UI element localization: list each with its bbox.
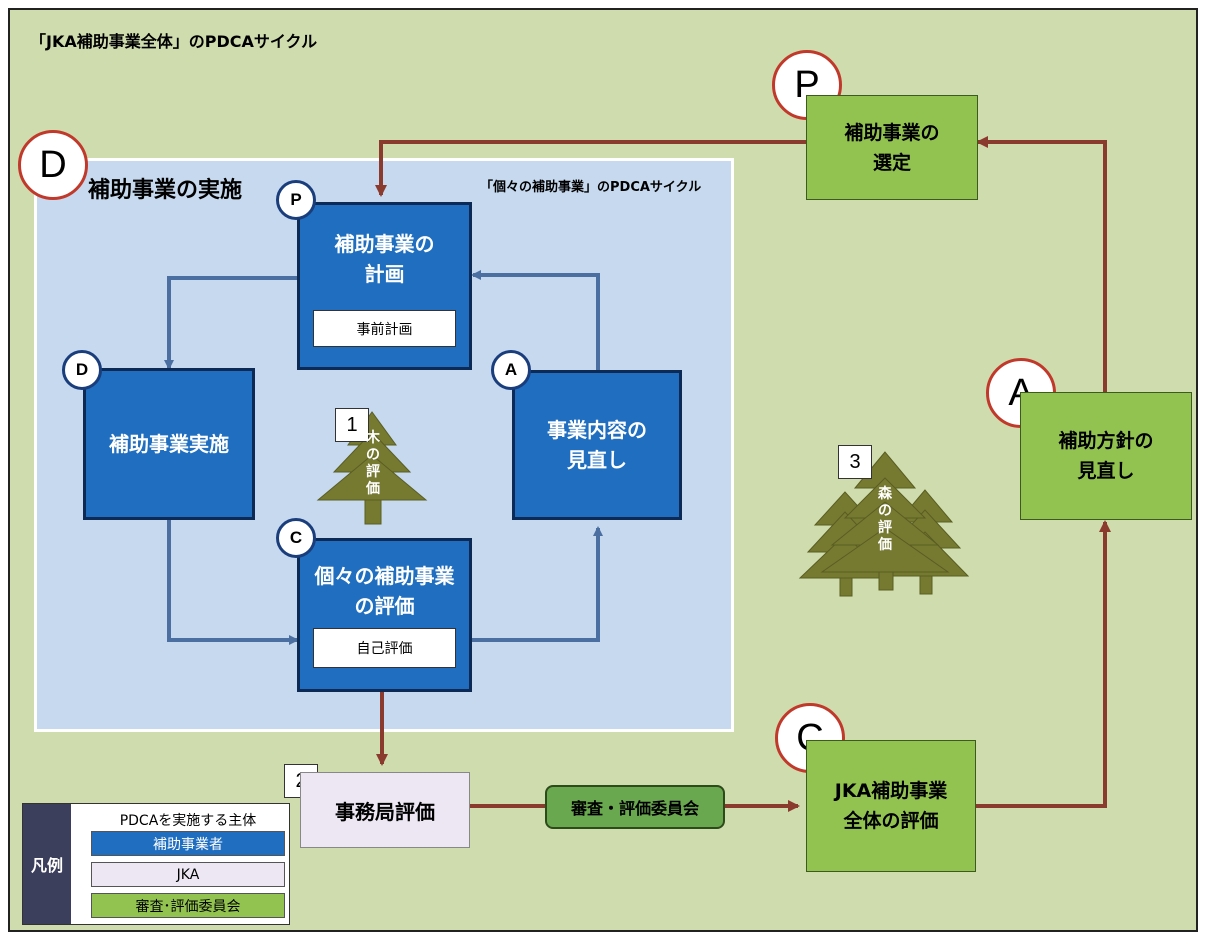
tree-label: 木 の 評 価 <box>364 430 382 498</box>
legend-side-label: 凡例 <box>23 804 71 924</box>
node-secretariat-evaluation: 事務局評価 <box>300 772 470 848</box>
node-subsidy-selection-line2: 選定 <box>872 151 911 174</box>
node-individual-evaluation-line1: 個々の補助事業 <box>314 564 455 588</box>
node-content-review-line1: 事業内容の <box>547 418 647 442</box>
legend-row-committee: 審査･評価委員会 <box>91 893 285 918</box>
inner-panel-subtitle: 「個々の補助事業」のPDCAサイクル <box>480 180 702 195</box>
arrow-evaluation-to-review <box>976 520 1111 808</box>
forest-label: 森 の 評 価 <box>876 486 894 554</box>
arrow-plan-to-do <box>164 276 297 370</box>
node-individual-evaluation-line2: の評価 <box>354 594 415 618</box>
forest-number-badge: 3 <box>838 445 872 479</box>
outer-d-badge: D <box>18 130 88 200</box>
legend: 凡例 PDCAを実施する主体 補助事業者 JKA 審査･評価委員会 <box>22 803 290 925</box>
node-policy-review-line2: 見直し <box>1077 460 1135 482</box>
arrow-review-to-selection <box>976 136 1107 392</box>
legend-heading: PDCAを実施する主体 <box>119 813 257 829</box>
inner-a-badge: A <box>491 350 531 390</box>
arrow-act-to-plan <box>471 270 600 370</box>
legend-row-jka: JKA <box>91 862 285 887</box>
legend-row-grantee: 補助事業者 <box>91 831 285 856</box>
node-overall-evaluation-line2: 全体の評価 <box>843 810 939 832</box>
tree-number-badge: 1 <box>335 408 369 442</box>
node-secretariat-evaluation-label: 事務局評価 <box>335 799 435 824</box>
arrow-check-to-act <box>469 526 603 642</box>
node-self-evaluation: 自己評価 <box>313 628 456 668</box>
inner-p-badge: P <box>276 180 316 220</box>
tree-label-char: の <box>366 447 380 463</box>
forest-label-char: 評 <box>878 520 892 536</box>
inner-c-badge: C <box>276 518 316 558</box>
node-individual-evaluation: 個々の補助事業 の評価 <box>297 538 472 692</box>
committee-pill: 審査・評価委員会 <box>545 785 725 829</box>
inner-panel-title: 補助事業の実施 <box>88 178 243 203</box>
forest-label-char: の <box>878 503 892 519</box>
node-overall-evaluation-line1: JKA補助事業 <box>834 780 948 802</box>
node-overall-evaluation: JKA補助事業 全体の評価 <box>806 740 976 872</box>
node-policy-review: 補助方針の 見直し <box>1020 392 1192 520</box>
arrow-selection-to-plan <box>375 140 806 197</box>
node-prior-plan: 事前計画 <box>313 310 456 347</box>
forest-label-char: 森 <box>878 486 892 502</box>
node-subsidy-plan-line1: 補助事業の <box>334 232 435 256</box>
node-subsidy-implementation-line1: 補助事業実施 <box>109 432 229 456</box>
forest-icon <box>798 451 970 597</box>
node-subsidy-implementation: 補助事業実施 <box>83 368 255 520</box>
node-policy-review-line1: 補助方針の <box>1058 430 1154 452</box>
tree-label-char: 価 <box>366 481 380 497</box>
tree-label-char: 木 <box>366 430 380 446</box>
node-content-review: 事業内容の 見直し <box>512 370 682 520</box>
node-subsidy-plan-line2: 計画 <box>364 262 405 286</box>
tree-label-char: 評 <box>366 464 380 480</box>
inner-d-badge: D <box>62 350 102 390</box>
forest-label-char: 価 <box>878 537 892 553</box>
arrow-do-to-check <box>167 518 299 645</box>
node-subsidy-selection: 補助事業の 選定 <box>806 95 978 200</box>
node-subsidy-selection-line1: 補助事業の <box>844 121 940 144</box>
diagram-title: 「JKA補助事業全体」のPDCAサイクル <box>30 32 318 51</box>
node-content-review-line2: 見直し <box>567 448 627 472</box>
